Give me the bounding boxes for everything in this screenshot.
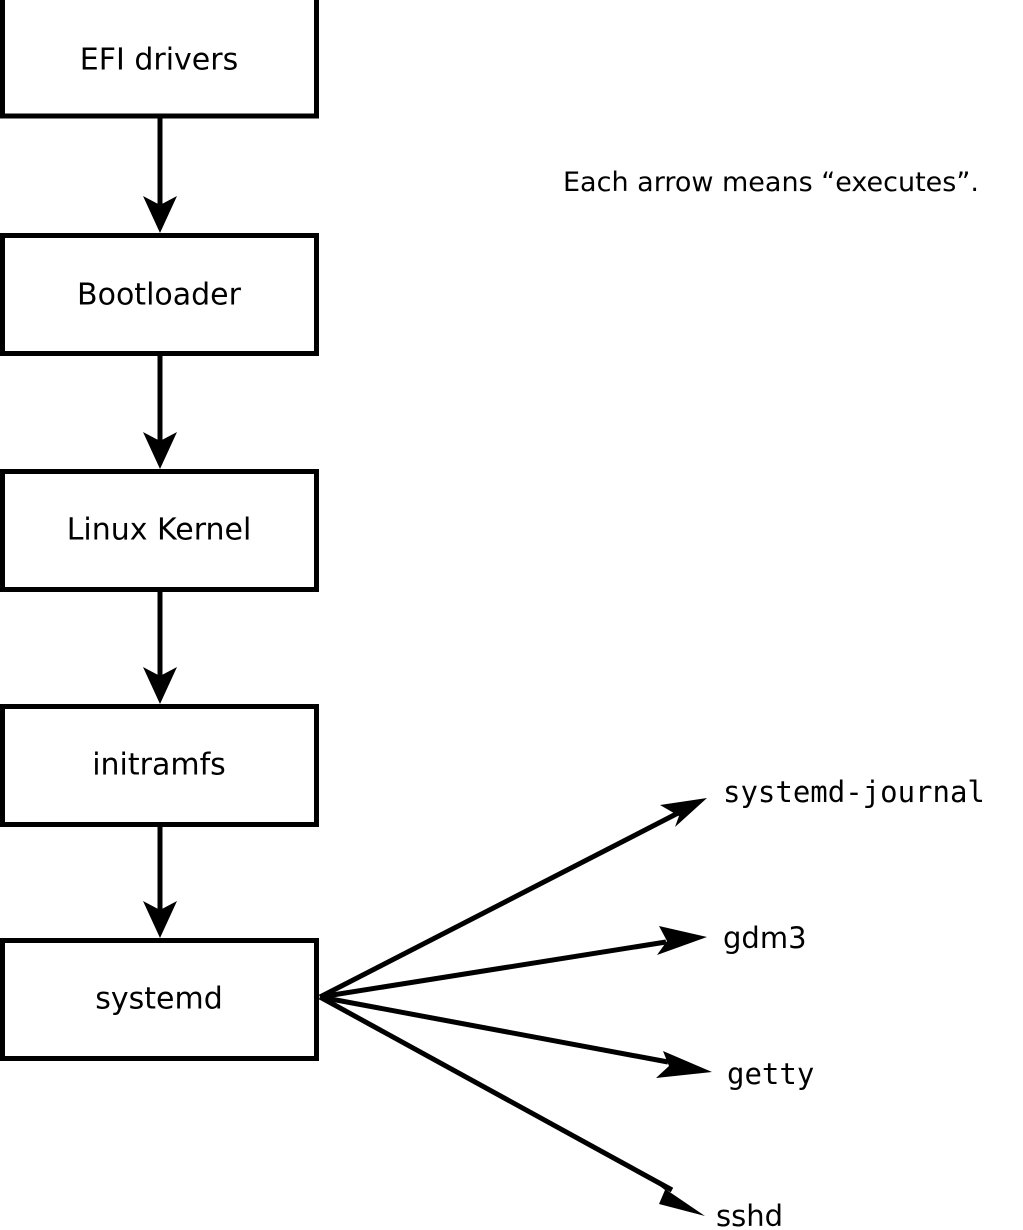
node-initramfs-label: initramfs xyxy=(92,748,226,783)
node-systemd-rect xyxy=(0,938,319,1061)
arrowhead-gdm3 xyxy=(657,926,707,955)
label-gdm3[interactable]: gdm3 xyxy=(723,921,807,955)
node-efi-drivers[interactable]: EFI drivers xyxy=(0,0,319,119)
arrowhead-sshd xyxy=(652,1180,705,1216)
node-linux-kernel-label: Linux Kernel xyxy=(67,513,252,548)
arrow-systemd-to-systemd-journal xyxy=(318,798,707,1000)
arrowhead-kernel-to-initramfs xyxy=(143,667,177,704)
label-getty[interactable]: getty xyxy=(727,1057,814,1091)
node-linux-kernel[interactable]: Linux Kernel xyxy=(0,469,319,592)
node-initramfs[interactable]: initramfs xyxy=(0,704,319,827)
node-bootloader[interactable]: Bootloader xyxy=(0,233,319,356)
arrowhead-initramfs-to-systemd xyxy=(143,901,177,938)
arrow-systemd-to-sshd xyxy=(318,994,705,1216)
label-systemd-journal[interactable]: systemd-journal xyxy=(723,775,985,809)
arrow-systemd-to-gdm3 xyxy=(319,926,707,1000)
node-efi-drivers-label: EFI drivers xyxy=(80,43,238,78)
label-sshd[interactable]: sshd xyxy=(716,1199,783,1230)
arrow-initramfs-to-systemd xyxy=(143,824,177,938)
arrow-kernel-to-initramfs xyxy=(143,589,177,704)
arrow-efi-to-bootloader xyxy=(143,116,177,233)
node-systemd[interactable]: systemd xyxy=(0,938,319,1061)
chain-arrows-group xyxy=(143,116,177,938)
node-systemd-label: systemd xyxy=(95,982,223,1017)
arrowhead-efi-to-bootloader xyxy=(143,196,177,233)
systemd-children-labels: systemd-journal gdm3 getty sshd xyxy=(716,775,985,1230)
node-linux-kernel-rect xyxy=(0,469,319,592)
systemd-fanout-group xyxy=(318,798,712,1216)
arrowhead-systemd-journal xyxy=(660,798,707,827)
node-efi-drivers-rect xyxy=(0,0,319,119)
node-initramfs-rect xyxy=(0,704,319,827)
node-bootloader-label: Bootloader xyxy=(77,278,242,313)
arrowhead-bootloader-to-kernel xyxy=(143,432,177,469)
arrowhead-getty xyxy=(656,1051,712,1078)
arrow-bootloader-to-kernel xyxy=(143,353,177,469)
arrow-systemd-to-getty xyxy=(319,994,712,1078)
diagram-caption: Each arrow means “executes”. xyxy=(563,167,979,198)
